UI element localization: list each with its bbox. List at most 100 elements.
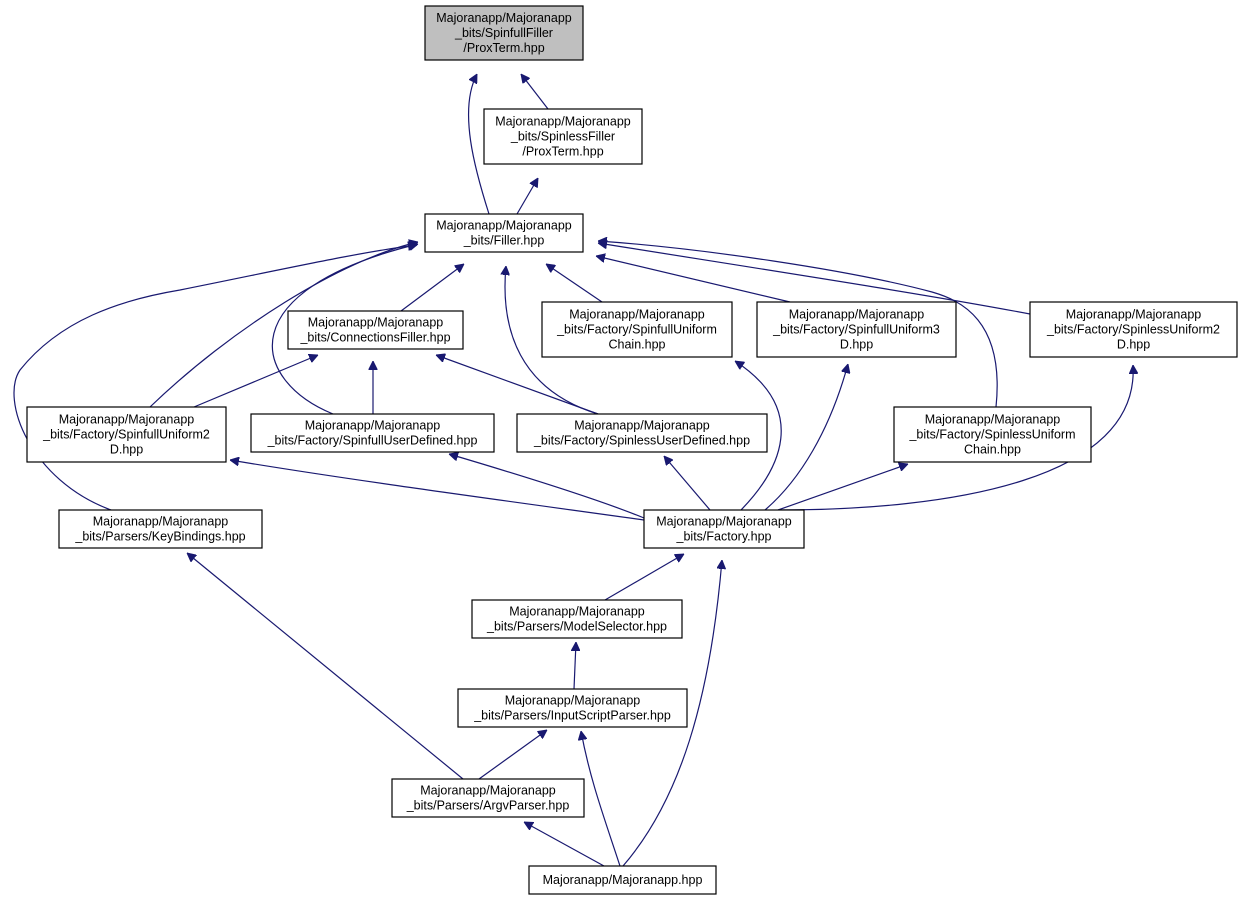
- graph-node[interactable]: Majoranapp/Majoranapp_bits/Factory/Spinf…: [250, 413, 495, 453]
- graph-node[interactable]: Majoranapp/Majoranapp_bits/Factory/Spinl…: [893, 406, 1092, 463]
- node-box: [893, 406, 1092, 463]
- edge-n5-to-n2: [596, 256, 791, 303]
- edge-n12-to-n4: [735, 361, 782, 511]
- graph-node[interactable]: Majoranapp/Majoranapp_bits/SpinlessFille…: [483, 108, 643, 165]
- edge-n1-to-n0: [521, 74, 549, 110]
- node-label-line: D.hpp: [1117, 338, 1150, 352]
- node-label-line: _bits/Factory.hpp: [676, 530, 772, 544]
- node-label-line: Majoranapp/Majoranapp.hpp: [543, 873, 703, 887]
- node-label-line: Majoranapp/Majoranapp: [436, 11, 572, 25]
- node-box: [457, 688, 688, 728]
- edge-n12-to-n6: [777, 365, 1133, 511]
- edge-n7-to-n2: [149, 242, 418, 408]
- edge-n11-to-n2: [13, 245, 417, 511]
- graph-node[interactable]: Majoranapp/Majoranapp.hpp: [528, 865, 717, 895]
- edges-layer: [13, 74, 1133, 867]
- node-box: [643, 509, 805, 549]
- graph-node[interactable]: Majoranapp/Majoranapp_bits/Filler.hpp: [424, 213, 584, 253]
- nodes-layer: Majoranapp/Majoranapp_bits/SpinfullFille…: [26, 5, 1238, 895]
- graph-node[interactable]: Majoranapp/Majoranapp_bits/Factory.hpp: [643, 509, 805, 549]
- node-box: [58, 509, 263, 549]
- node-label-line: _bits/Parsers/ArgvParser.hpp: [406, 799, 570, 813]
- edge-n12-to-n8: [449, 454, 645, 519]
- node-label-line: Majoranapp/Majoranapp: [420, 784, 556, 798]
- node-box: [287, 310, 464, 350]
- edge-n15-to-n14: [478, 730, 547, 780]
- graph-node[interactable]: Majoranapp/Majoranapp_bits/Parsers/Model…: [471, 599, 683, 639]
- graph-node[interactable]: Majoranapp/Majoranapp_bits/SpinfullFille…: [424, 5, 584, 61]
- node-box: [250, 413, 495, 453]
- node-label-line: Majoranapp/Majoranapp: [495, 115, 631, 129]
- node-label-line: _bits/Factory/SpinlessUniform2: [1046, 323, 1220, 337]
- edge-n12-to-n5: [764, 364, 848, 511]
- edge-n12-to-n10: [777, 464, 908, 511]
- node-label-line: _bits/ConnectionsFiller.hpp: [299, 331, 450, 345]
- node-box: [26, 406, 227, 463]
- edge-n10-to-n2: [598, 241, 998, 408]
- node-label-line: _bits/Factory/SpinlessUniform: [908, 428, 1075, 442]
- node-label-line: _bits/Parsers/KeyBindings.hpp: [74, 530, 245, 544]
- node-label-line: Majoranapp/Majoranapp: [509, 605, 645, 619]
- node-label-line: D.hpp: [840, 338, 873, 352]
- node-label-line: /ProxTerm.hpp: [522, 145, 603, 159]
- node-label-line: Majoranapp/Majoranapp: [925, 413, 1061, 427]
- edge-n6-to-n2: [598, 243, 1031, 315]
- node-label-line: _bits/SpinlessFiller: [510, 130, 615, 144]
- edge-n9-to-n2: [505, 266, 599, 415]
- node-label-line: _bits/Factory/SpinfullUniform2: [42, 428, 210, 442]
- node-box: [528, 865, 717, 895]
- node-label-line: _bits/Factory/SpinfullUserDefined.hpp: [267, 434, 478, 448]
- graph-node[interactable]: Majoranapp/Majoranapp_bits/Parsers/ArgvP…: [391, 778, 585, 818]
- node-label-line: Majoranapp/Majoranapp: [308, 316, 444, 330]
- node-label-line: Majoranapp/Majoranapp: [569, 308, 705, 322]
- edge-n7-to-n3: [193, 355, 318, 408]
- node-label-line: Chain.hpp: [609, 338, 666, 352]
- node-label-line: _bits/Factory/SpinfullUniform: [556, 323, 717, 337]
- graph-node[interactable]: Majoranapp/Majoranapp_bits/Factory/Spinf…: [541, 301, 733, 358]
- graph-node[interactable]: Majoranapp/Majoranapp_bits/Parsers/KeyBi…: [58, 509, 263, 549]
- node-label-line: Majoranapp/Majoranapp: [574, 419, 710, 433]
- node-label-line: Majoranapp/Majoranapp: [305, 419, 441, 433]
- node-box: [391, 778, 585, 818]
- graph-node[interactable]: Majoranapp/Majoranapp_bits/Factory/Spinf…: [756, 301, 957, 358]
- node-box: [541, 301, 733, 358]
- node-box: [424, 213, 584, 253]
- node-label-line: Chain.hpp: [964, 443, 1021, 457]
- node-label-line: _bits/Filler.hpp: [463, 234, 545, 248]
- graph-node[interactable]: Majoranapp/Majoranapp_bits/ConnectionsFi…: [287, 310, 464, 350]
- edge-n16-to-n14: [581, 731, 621, 867]
- edge-n9-to-n3: [436, 355, 599, 415]
- node-label-line: D.hpp: [110, 443, 143, 457]
- node-label-line: Majoranapp/Majoranapp: [789, 308, 925, 322]
- node-label-line: Majoranapp/Majoranapp: [1066, 308, 1202, 322]
- node-label-line: Majoranapp/Majoranapp: [436, 219, 572, 233]
- node-label-line: _bits/Parsers/ModelSelector.hpp: [486, 620, 667, 634]
- node-label-line: _bits/Factory/SpinfullUniform3: [772, 323, 940, 337]
- edge-n15-to-n11: [187, 553, 464, 780]
- edge-n16-to-n15: [524, 821, 605, 867]
- edge-n2-to-n1: [516, 178, 539, 215]
- node-label-line: Majoranapp/Majoranapp: [59, 413, 195, 427]
- graph-node[interactable]: Majoranapp/Majoranapp_bits/Factory/Spinl…: [1029, 301, 1238, 358]
- edge-n13-to-n12: [604, 553, 684, 601]
- node-label-line: Majoranapp/Majoranapp: [505, 694, 641, 708]
- node-box: [756, 301, 957, 358]
- node-box: [471, 599, 683, 639]
- node-box: [483, 108, 643, 165]
- graph-node[interactable]: Majoranapp/Majoranapp_bits/Factory/Spinl…: [516, 413, 768, 453]
- node-label-line: /ProxTerm.hpp: [463, 41, 544, 55]
- edge-n16-to-n12: [622, 560, 722, 867]
- node-label-line: _bits/SpinfullFiller: [454, 26, 553, 40]
- edge-n14-to-n13: [574, 642, 576, 690]
- node-label-line: Majoranapp/Majoranapp: [656, 515, 792, 529]
- node-label-line: _bits/Parsers/InputScriptParser.hpp: [473, 709, 671, 723]
- graph-node[interactable]: Majoranapp/Majoranapp_bits/Factory/Spinf…: [26, 406, 227, 463]
- node-label-line: _bits/Factory/SpinlessUserDefined.hpp: [533, 434, 750, 448]
- root-node-box: [424, 5, 584, 61]
- graph-node[interactable]: Majoranapp/Majoranapp_bits/Parsers/Input…: [457, 688, 688, 728]
- node-box: [516, 413, 768, 453]
- edge-n3-to-n2: [400, 264, 464, 312]
- edge-n12-to-n9: [664, 456, 711, 511]
- node-label-line: Majoranapp/Majoranapp: [93, 515, 229, 529]
